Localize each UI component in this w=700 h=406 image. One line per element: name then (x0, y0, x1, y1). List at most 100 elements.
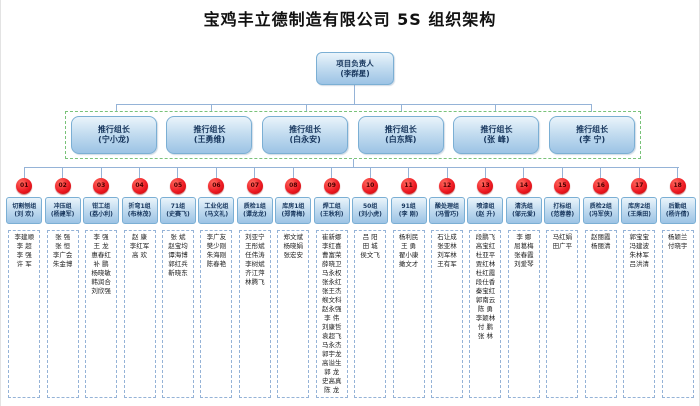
member-name: 史高真 (321, 377, 342, 385)
member-name: 韩润合 (91, 278, 111, 286)
member-name: 秦宝红 (475, 287, 496, 295)
group-column: 08 库房1组 (郑青梅) 郑文斌杨晓娟张宏安 (274, 167, 312, 400)
member-name: 陈 龙 (324, 386, 340, 394)
group-node: 酸处理组 (冯雪巧) (429, 197, 466, 224)
connector-leader-stub (591, 104, 592, 112)
group-name: 冲压组 (53, 202, 72, 210)
member-name: 杨利民 (398, 233, 419, 241)
leader-name: (白东辉) (385, 135, 417, 144)
group-name: 91组 (401, 202, 416, 210)
member-name: 谭海博 (168, 251, 188, 259)
connector-column-stem (369, 167, 371, 178)
member-name: 刘爱琴 (514, 260, 534, 268)
group-node: 工业化组 (马文礼) (198, 197, 235, 224)
group-members-list: 吕 阳田 城侯文飞 (354, 230, 387, 398)
leader-name: (李 宁) (579, 135, 606, 144)
leader-node: 推行组长 (白永安) (262, 116, 349, 154)
connector-column-stem (177, 167, 179, 178)
group-leader-name: (史赛飞) (166, 210, 190, 218)
member-name: 郑文斌 (283, 233, 304, 241)
group-name: 钳工组 (92, 202, 111, 210)
group-number-badge: 02 (54, 178, 71, 194)
member-name: 郭 龙 (324, 368, 340, 376)
group-members-list: 刘亚宁王彤斌任伟涛李树斌齐江萍林腾飞 (238, 230, 271, 398)
group-members-list: 石让成张亚林刘军林王有军 (431, 230, 464, 398)
member-name: 张宏安 (283, 251, 304, 259)
leader-node: 推行组长 (白东辉) (357, 116, 444, 154)
group-leader-name: (谭龙龙) (243, 210, 267, 218)
member-name: 吕洪清 (629, 260, 649, 268)
member-name: 樊少刚 (206, 242, 227, 250)
group-name: 酸处理组 (435, 202, 460, 210)
group-name: 工业化组 (204, 202, 229, 210)
group-name: 打标组 (553, 202, 572, 210)
group-name: 质检2组 (589, 202, 612, 210)
connector-column-stem (561, 167, 563, 178)
member-name: 赵 康 (131, 233, 148, 241)
member-name: 张王杰 (321, 287, 342, 295)
group-number-badge: 15 (554, 178, 571, 194)
member-name: 刘亚宁 (245, 233, 265, 241)
member-name: 李 强 (16, 251, 32, 259)
member-name: 郭宝宝 (629, 233, 649, 241)
member-name: 张 斌 (170, 233, 186, 241)
group-leader-name: (冯雪巧) (435, 210, 459, 218)
group-node: 库房2组 (王乘田) (621, 197, 658, 224)
group-members-list: 赵 康李红军高 欢 (123, 230, 156, 398)
connector-column-stem (254, 167, 256, 178)
connector-leader-stub (306, 104, 307, 112)
root-node-project-leader: 项目负责人 (李群星) (316, 52, 394, 85)
group-node: 库房1组 (郑青梅) (275, 197, 312, 224)
group-name: 切割刨组 (12, 202, 37, 210)
member-name: 王彤斌 (245, 242, 265, 250)
group-name: 清洗组 (514, 202, 533, 210)
group-number-badge: 01 (16, 178, 33, 194)
root-node-title: 项目负责人 (336, 59, 374, 68)
member-name: 李建顺 (14, 233, 34, 241)
member-name: 屈葛梅 (514, 242, 534, 250)
member-name: 薛晓卫 (321, 260, 342, 268)
group-members-list: 李 娜屈葛梅张春霞刘爱琴 (507, 230, 540, 398)
group-column: 04 折弯1组 (布林茂) 赵 康李红军高 欢 (120, 167, 158, 400)
member-name: 李树斌 (245, 260, 265, 268)
group-number-badge: 17 (631, 178, 648, 194)
member-name: 陈 勇 (477, 305, 493, 313)
group-name: 库房2组 (628, 202, 651, 210)
member-name: 郭红兵 (168, 260, 188, 268)
connector-groups-bus (24, 167, 679, 168)
connector-root-stem (354, 85, 355, 104)
member-name: 朱金博 (52, 260, 73, 268)
connector-column-stem (331, 167, 333, 178)
member-name: 杜红霞 (475, 269, 496, 277)
member-name: 李 娜 (516, 233, 532, 241)
member-name: 石让成 (437, 233, 457, 241)
group-name: 焊工组 (322, 202, 341, 210)
member-name: 付晓宇 (667, 242, 688, 250)
member-name: 袁超飞 (321, 332, 342, 340)
member-name: 杨颖兰 (667, 233, 688, 241)
member-name: 王 勇 (401, 242, 417, 250)
group-name: 50组 (362, 202, 378, 210)
member-name: 马永杰 (321, 341, 342, 349)
group-number-badge: 07 (246, 178, 263, 194)
group-members-list: 郑文斌杨晓娟张宏安 (277, 230, 310, 398)
group-members-list: 段鹏飞高宝红杜亚平贾红林杜红霞段仕香秦宝红郭南云陈 勇李颖林付 鹏张 林 (469, 230, 502, 398)
member-name: 李广会 (52, 251, 73, 259)
member-name: 李红军 (129, 242, 150, 250)
group-number-badge: 18 (669, 178, 686, 194)
group-number-badge: 13 (477, 178, 494, 194)
group-number-badge: 14 (515, 178, 532, 194)
leader-name: (白永安) (289, 135, 321, 144)
group-leader-name: (荔小利) (89, 210, 113, 218)
group-node: 91组 (李 刚) (390, 197, 427, 224)
member-name: 赵永强 (321, 305, 342, 313)
member-name: 李广友 (206, 233, 227, 241)
connector-column-stem (100, 167, 102, 178)
group-leader-name: (赵 升) (475, 210, 496, 218)
group-number-badge: 10 (362, 178, 379, 194)
member-name: 刘军林 (437, 251, 457, 259)
group-members-list: 杨颖兰付晓宇 (661, 230, 694, 398)
group-name: 折弯1组 (128, 202, 151, 210)
member-name: 曹富荣 (321, 251, 342, 259)
leader-name: (宁小龙) (98, 135, 130, 144)
